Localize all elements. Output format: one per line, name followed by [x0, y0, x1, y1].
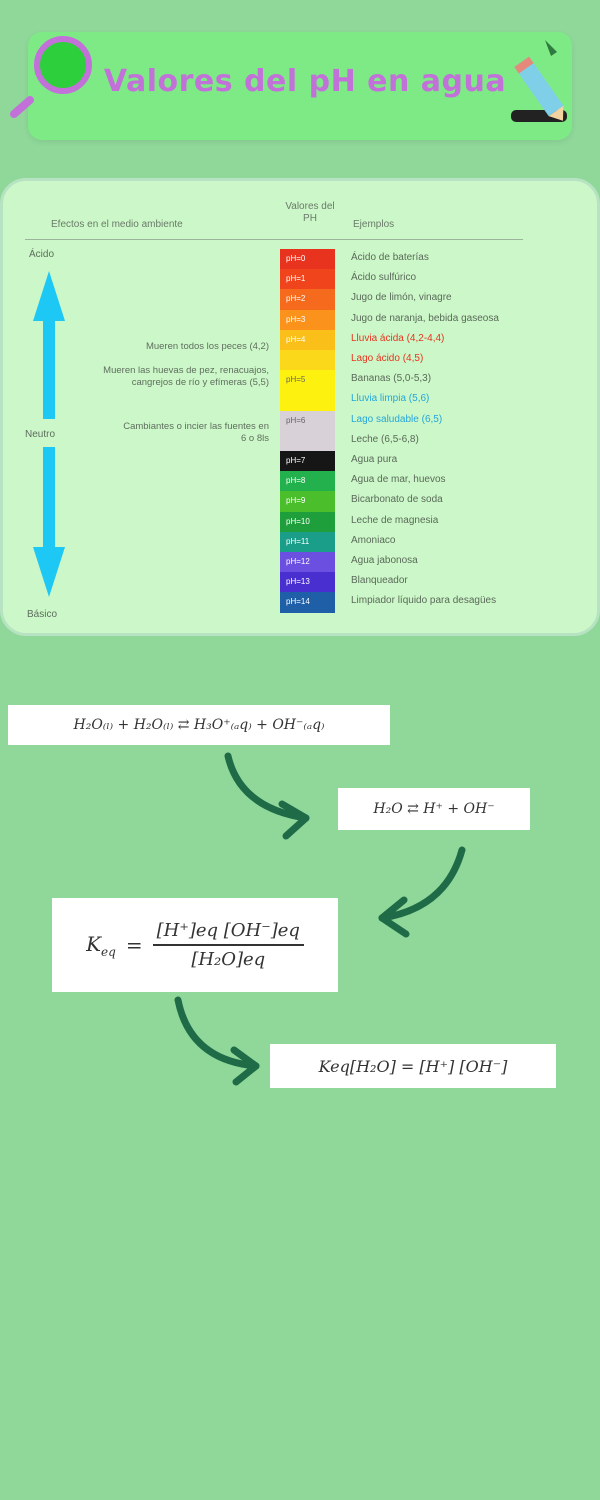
keq-symbol: K [86, 931, 102, 956]
equation-keq: Keq = [H⁺]eq [OH⁻]eq [H₂O]eq [52, 898, 338, 992]
example-item: Agua jabonosa [351, 555, 418, 566]
example-item: Amoniaco [351, 534, 396, 546]
ph-swatch: pH=0 [280, 249, 335, 270]
effect-eggs-die: Mueren las huevas de pez, renacuajos, ca… [103, 365, 269, 388]
magnifying-glass-icon [10, 36, 92, 118]
example-item: Agua de mar, huevos [351, 474, 446, 486]
example-item: Bananas (5,0-5,3) [351, 373, 432, 385]
example-item: Lago saludable (6,5) [351, 413, 443, 425]
title-banner [28, 32, 572, 140]
ph-swatch [280, 350, 335, 371]
header-divider [25, 239, 523, 240]
equation-dissociation: H₂O ⇄ H⁺ + OH⁻ [338, 788, 530, 830]
flow-arrow-1-icon [224, 752, 310, 822]
neutral-label: Neutro [25, 429, 56, 440]
ph-swatch: pH=3 [280, 309, 335, 331]
equation-kw: Keq[H₂O] = [H⁺] [OH⁻] [270, 1044, 556, 1088]
example-item: Jugo de naranja, bebida gaseosa [351, 312, 499, 324]
pencil-icon [511, 40, 567, 122]
example-item: Ácido sulfúrico [351, 272, 417, 284]
ph-swatch: pH=11 [280, 531, 335, 553]
acid-label: Ácido [29, 249, 55, 260]
example-item: Leche de magnesia [351, 514, 439, 526]
ph-swatch: pH=9 [280, 491, 335, 513]
example-item: Agua pura [351, 454, 398, 465]
ph-swatch: pH=2 [280, 289, 335, 311]
effect-fish-die: Mueren todos los peces (4,2) [145, 341, 269, 352]
ph-swatch: pH=4 [280, 329, 335, 351]
ph-swatch: pH=1 [280, 269, 335, 290]
example-item: Blanqueador [351, 575, 408, 587]
example-item: Jugo de limón, vinagre [351, 292, 452, 304]
fraction-bar [152, 944, 304, 946]
example-item: Lluvia limpia (5,6) [351, 393, 430, 405]
ph-scale-card: Efectos en el medio ambiente Valores del… [0, 178, 600, 636]
acid-base-arrow-icon [33, 271, 65, 597]
flow-arrow-3-icon [174, 996, 260, 1070]
ph-swatch: pH=5 [280, 370, 335, 391]
keq-equals: = [125, 933, 143, 957]
effect-changes: Cambiantes o incier las fuentes en 6 o 8… [123, 421, 269, 444]
example-item: Lluvia ácida (4,2-4,4) [351, 332, 445, 344]
ph-swatch [280, 430, 335, 452]
ph-swatch: pH=10 [280, 511, 335, 533]
page-title: Valores del pH en agua [103, 64, 507, 99]
ph-swatch [280, 390, 335, 412]
examples-header: Ejemplos [353, 219, 395, 230]
keq-denominator: [H₂O]eq [191, 949, 266, 970]
ph-swatch: pH=8 [280, 471, 335, 492]
basic-label: Básico [27, 609, 58, 620]
keq-subscript: eq [101, 944, 116, 959]
example-item: Limpiador líquido para desagües [351, 595, 497, 607]
example-item: Lago ácido (4,5) [351, 353, 424, 364]
keq-numerator: [H⁺]eq [OH⁻]eq [156, 920, 300, 941]
ph-swatch: pH=13 [280, 572, 335, 593]
equation-autoionization: H₂O₍ₗ₎ + H₂O₍ₗ₎ ⇄ H₃O⁺₍ₐq₎ + OH⁻₍ₐq₎ [8, 705, 390, 745]
example-item: Leche (6,5-6,8) [351, 433, 419, 445]
ph-swatch: pH=12 [280, 552, 335, 573]
effects-header: Efectos en el medio ambiente [51, 219, 183, 230]
ph-swatch: pH=14 [280, 592, 335, 614]
example-item: Bicarbonato de soda [351, 494, 443, 506]
ph-values-header: Valores del PH [285, 201, 335, 224]
flow-arrow-2-icon [378, 846, 466, 922]
ph-swatch: pH=7 [280, 451, 335, 472]
ph-swatch: pH=6 [280, 410, 335, 432]
example-item: Ácido de baterías [351, 252, 429, 263]
